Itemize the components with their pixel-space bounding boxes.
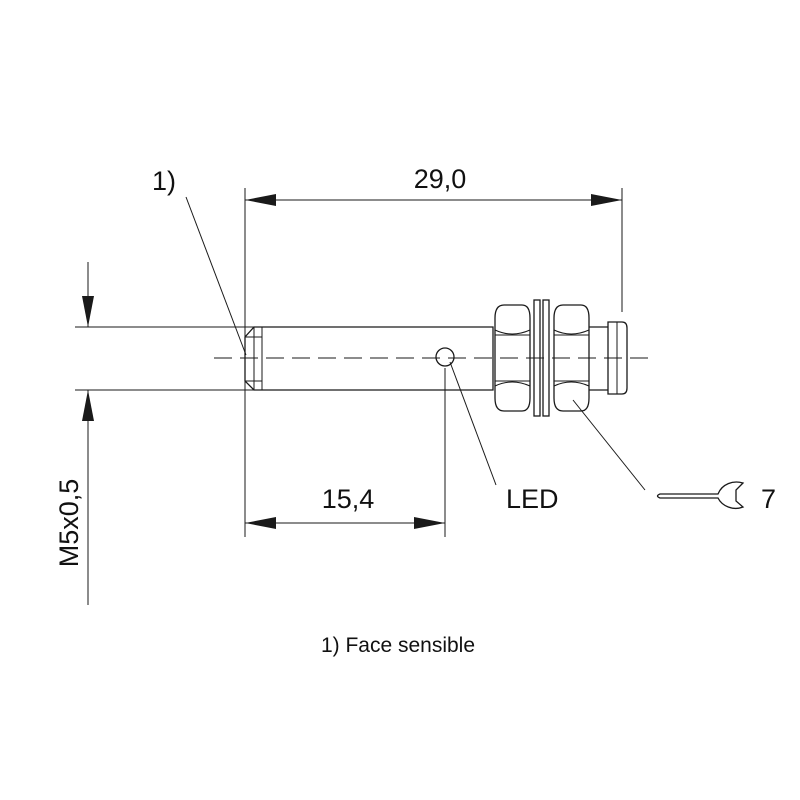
wrench-size-label: 7	[761, 484, 776, 514]
hex-nut-left	[494, 304, 531, 412]
overall-length-label: 29,0	[414, 164, 467, 194]
led-indicator	[435, 347, 455, 367]
hex-nut-right	[553, 304, 590, 412]
washers	[533, 299, 550, 417]
dimension-overall-length	[245, 194, 622, 206]
leader-face	[185, 196, 247, 356]
face-marker-label: 1)	[152, 166, 176, 196]
connector-end	[589, 321, 628, 395]
leader-wrench	[572, 399, 646, 491]
wrench-icon	[656, 481, 745, 510]
led-label: LED	[506, 484, 559, 514]
dimension-thread	[82, 262, 94, 605]
leader-led	[449, 361, 497, 486]
footnote: 1) Face sensible	[321, 634, 475, 657]
thread-label: M5x0,5	[54, 479, 84, 568]
led-position-label: 15,4	[322, 484, 375, 514]
dimension-led-position	[245, 517, 445, 529]
